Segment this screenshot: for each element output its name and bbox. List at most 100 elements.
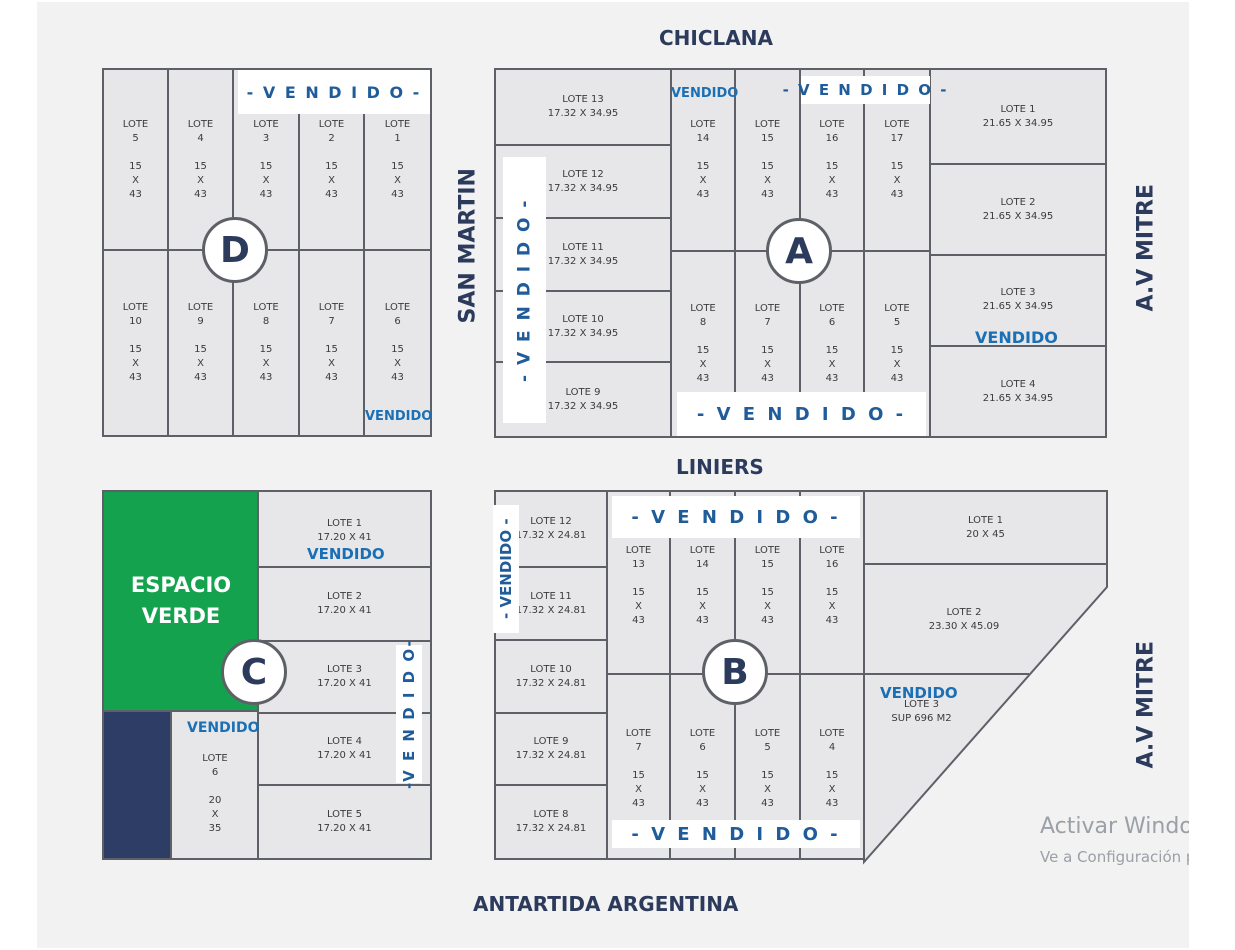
lot-dim: 43 (325, 372, 338, 383)
lot-number: 4 (828, 742, 836, 753)
lot-dim: X (635, 784, 642, 795)
lot-dim: X (197, 174, 204, 186)
lot-number: 8 (262, 316, 270, 327)
sold-label-b-bottom: - V E N D I D O - (612, 820, 860, 848)
lot-number: 6 (211, 767, 219, 778)
lot-dim: 43 (825, 373, 839, 384)
sold-label-d6: VENDIDO (365, 409, 433, 424)
lot-dim: X (764, 359, 771, 370)
lot-number: 6 (699, 742, 706, 753)
lot-dim: 20 X 45 (966, 528, 1005, 540)
lot-dim: 17.32 X 24.81 (515, 677, 587, 689)
lot-dim: 43 (194, 188, 207, 200)
lot-dim: 43 (632, 798, 645, 809)
lot-dim: 21.65 X 34.95 (982, 392, 1054, 404)
lot-label: LOTE (819, 545, 845, 556)
street-chiclana: CHICLANA (659, 26, 773, 50)
lot-dim: X (699, 175, 707, 186)
lot-label: LOTE (690, 303, 716, 314)
lot-dim: 43 (259, 372, 273, 383)
lot-dim: 15 (761, 770, 774, 781)
lot-number: 5 (893, 317, 901, 328)
lot-dim: 15 (632, 770, 645, 781)
lot-dim: 23.30 X 45.09 (928, 621, 1000, 632)
lot-dim: 43 (194, 372, 207, 383)
lot-dim: 15 (129, 160, 142, 172)
sold-label-c6: VENDIDO (187, 720, 260, 736)
lot-label: LOTE (187, 118, 214, 130)
lot-label: LOTE (689, 728, 716, 739)
lot-b1[interactable]: LOTE 1 20 X 45 (864, 491, 1107, 564)
lot-label: LOTE 3 (326, 664, 363, 675)
lot-dim: 43 (761, 189, 774, 200)
sold-label-a-top: - V E N D I D O - (783, 76, 946, 104)
sold-label-b-top: - V E N D I D O - (612, 496, 860, 538)
lot-dim: 43 (696, 615, 709, 626)
lot-dim: 15 (890, 345, 904, 356)
lot-label: LOTE 1 (967, 514, 1004, 526)
lot-label: LOTE (122, 118, 149, 130)
lot-dim: X (132, 174, 139, 186)
lot-dim: X (764, 784, 771, 795)
lot-dim: 17.32 X 34.95 (547, 327, 619, 339)
street-san-martin: SAN MARTIN (455, 168, 481, 324)
lot-label: LOTE 10 (530, 663, 572, 675)
lot-dim: 43 (129, 188, 142, 200)
lot-dim: 17.20 X 41 (317, 678, 372, 689)
lot-dim: 17.32 X 34.95 (547, 400, 619, 412)
lot-dim: 15 (696, 161, 710, 172)
lot-dim: 43 (696, 373, 710, 384)
lot-label: LOTE (625, 728, 652, 739)
lot-label: LOTE (384, 302, 411, 313)
lot-dim: 15 (194, 160, 207, 172)
lot-number: 10 (129, 316, 142, 327)
lot-number: 14 (696, 559, 709, 570)
lot-dim: 20 (208, 795, 222, 806)
block-badge-b: B (702, 639, 768, 705)
lot-label: LOTE (384, 118, 411, 130)
lot-number: 3 (262, 132, 270, 144)
lot-dim: 15 (194, 344, 207, 355)
sold-label-a3: VENDIDO (975, 328, 1058, 347)
lot-dim: 43 (391, 188, 404, 200)
lot-label: LOTE 9 (565, 386, 601, 398)
lot-dim: 17.20 X 41 (317, 750, 372, 761)
sold-label-a-left: - V E N D I D O - (503, 157, 546, 423)
lot-dim: 15 (391, 160, 404, 172)
lot-dim: X (828, 601, 836, 612)
lot-b10[interactable]: LOTE 10 17.32 X 24.81 (494, 639, 608, 714)
lot-number: 9 (197, 316, 204, 327)
sold-label-a14: VENDIDO (671, 86, 739, 101)
lot-number: 14 (696, 133, 710, 144)
lot-label: LOTE 5 (326, 809, 363, 820)
lot-dim: 21.65 X 34.95 (982, 301, 1054, 312)
lot-dim: 43 (825, 615, 839, 626)
lot-label: LOTE (122, 302, 149, 313)
lot-label: LOTE (690, 119, 716, 130)
lot-dim: 17.32 X 34.95 (547, 255, 619, 267)
sold-label-b-left: - VENDIDO - (493, 505, 519, 633)
lot-number: 8 (699, 317, 707, 328)
lot-dim: X (828, 359, 836, 370)
lot-label: LOTE 8 (533, 809, 569, 820)
lot-dim: 15 (761, 587, 774, 598)
lot-dim: 17.32 X 24.81 (515, 604, 587, 616)
